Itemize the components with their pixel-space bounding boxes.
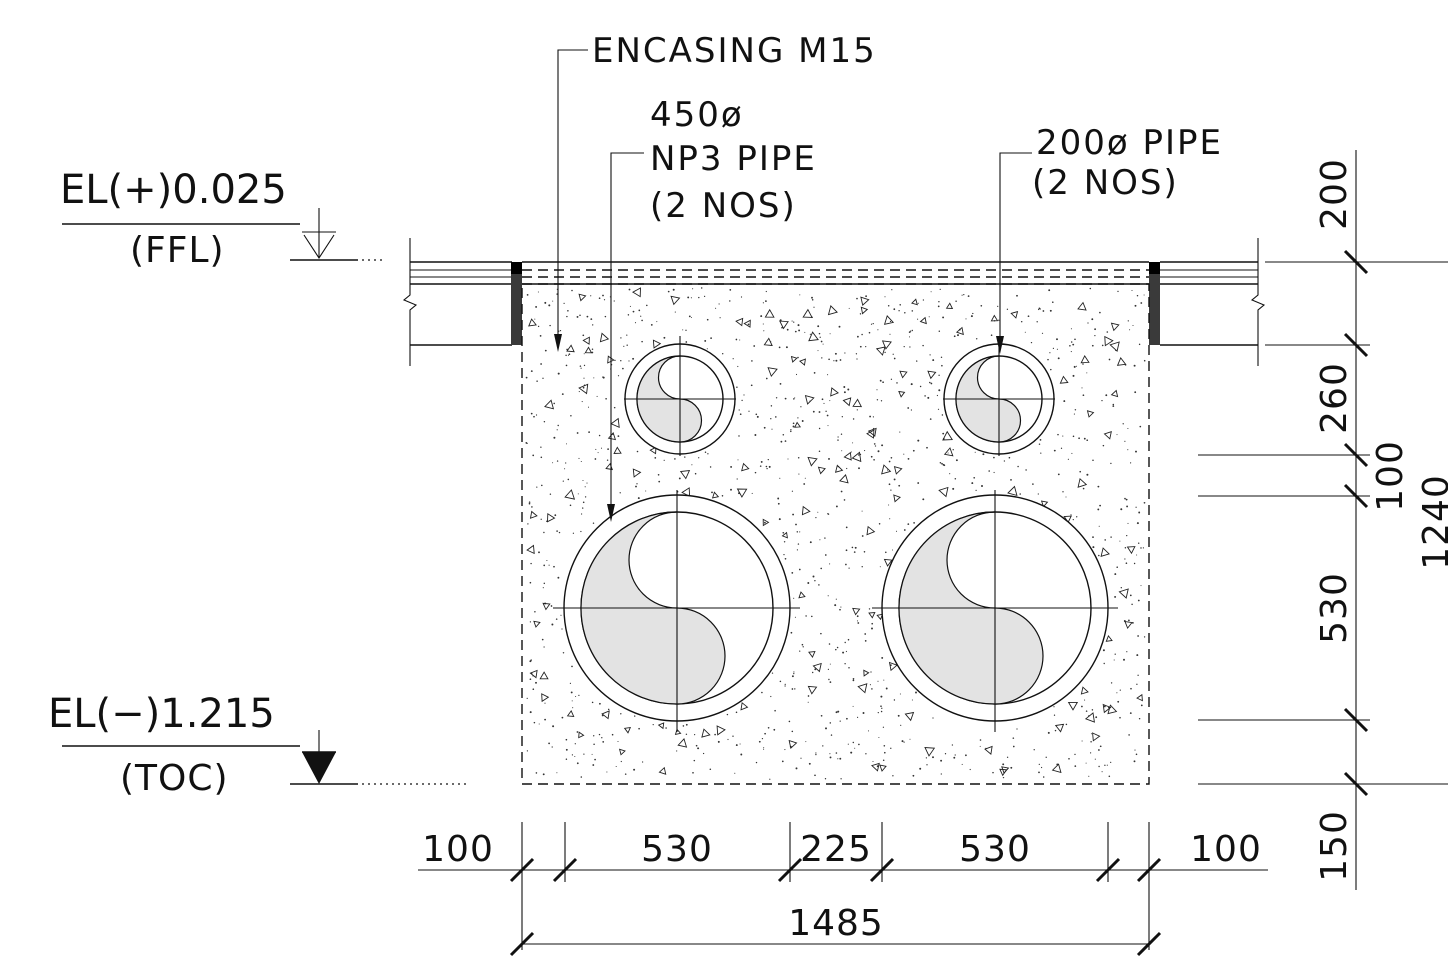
concrete-aggregate-hatch xyxy=(525,287,1146,780)
level-marker-toc: EL(−)1.215 (TOC) xyxy=(48,691,470,799)
dim-v-1: 260 xyxy=(1314,362,1355,434)
level-marker-ffl: EL(+)0.025 (FFL) xyxy=(60,167,385,271)
concrete-encasement xyxy=(521,283,1150,785)
pipe-450-right xyxy=(872,490,1118,732)
horizontal-dimension-chain xyxy=(418,822,1268,957)
small-pipe-size-label: 200ø PIPE xyxy=(1036,123,1223,163)
level-bottom-value: EL(−)1.215 xyxy=(48,691,275,737)
leader-200-pipe xyxy=(996,152,1032,354)
dim-h-total: 1485 xyxy=(788,903,884,944)
leader-encasing xyxy=(554,49,588,352)
level-top-value: EL(+)0.025 xyxy=(60,167,287,213)
dim-h-2: 225 xyxy=(800,829,872,870)
dim-v-2: 100 xyxy=(1370,440,1411,512)
pipe-450-left xyxy=(553,490,800,732)
dim-h-4: 100 xyxy=(1190,829,1262,870)
pipe-200-left xyxy=(624,336,736,456)
pipe-200-right xyxy=(943,336,1055,456)
large-pipe-size-label: 450ø xyxy=(650,95,744,135)
floor-slab-left xyxy=(402,238,512,366)
topping-layer xyxy=(522,261,1149,285)
level-top-ref: (FFL) xyxy=(130,230,225,271)
joint-filler-strips xyxy=(511,262,1160,345)
dim-h-1: 530 xyxy=(641,829,713,870)
level-bottom-ref: (TOC) xyxy=(120,758,229,799)
small-pipe-qty-label: (2 NOS) xyxy=(1032,163,1179,203)
leader-450-pipe xyxy=(607,152,644,522)
dim-h-0: 100 xyxy=(422,829,494,870)
encasing-label: ENCASING M15 xyxy=(592,31,877,71)
dim-v-0: 200 xyxy=(1314,158,1355,230)
dim-v-3: 530 xyxy=(1314,572,1355,644)
dim-h-3: 530 xyxy=(959,829,1031,870)
vertical-dimension-chain xyxy=(1198,150,1448,890)
floor-slab-right xyxy=(1160,238,1266,366)
dim-v-total: 1240 xyxy=(1416,474,1448,570)
large-pipe-type-label: NP3 PIPE xyxy=(650,139,817,179)
large-pipe-qty-label: (2 NOS) xyxy=(650,186,797,226)
dim-v-4: 150 xyxy=(1314,810,1355,882)
